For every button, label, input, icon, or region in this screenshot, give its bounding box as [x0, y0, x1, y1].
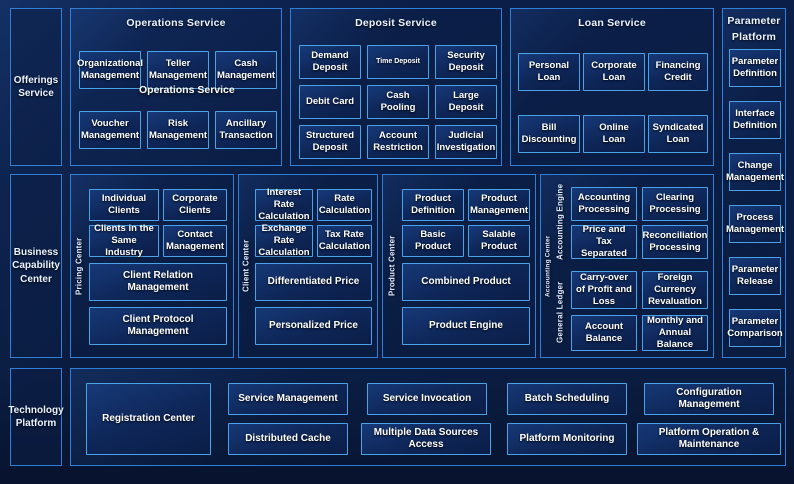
- cell-parameter-release[interactable]: Parameter Release: [729, 257, 781, 295]
- group-loan-service[interactable]: Loan Service Personal Loan Corporate Loa…: [510, 8, 714, 166]
- cell-structured-deposit[interactable]: Structured Deposit: [299, 125, 361, 159]
- cell-client-relation-management[interactable]: Client Relation Management: [89, 263, 227, 301]
- cell-interest-rate-calculation[interactable]: Interest Rate Calculation: [255, 187, 313, 222]
- bottom-strip: [0, 468, 794, 484]
- group-general-ledger-vlabel: General Ledger: [555, 281, 565, 343]
- cell-service-management[interactable]: Service Management: [228, 383, 348, 415]
- cell-parameter-comparison[interactable]: Parameter Comparison: [727, 309, 783, 347]
- cell-differentiated-price[interactable]: Differentiated Price: [255, 263, 372, 301]
- cell-process-management[interactable]: Process Management: [726, 205, 784, 243]
- cell-combined-product[interactable]: Combined Product: [402, 263, 530, 301]
- cell-configuration-management[interactable]: Configuration Management: [644, 383, 774, 415]
- cell-product-definition[interactable]: Product Definition: [402, 189, 464, 221]
- group-operations-service-title: Operations Service: [126, 17, 226, 29]
- cell-risk-management[interactable]: Risk Management: [147, 111, 209, 149]
- cell-batch-scheduling[interactable]: Batch Scheduling: [507, 383, 627, 415]
- cell-multiple-data-sources-access[interactable]: Multiple Data Sources Access: [361, 423, 491, 455]
- cell-account-balance[interactable]: Account Balance: [571, 315, 637, 351]
- group-technology-platform[interactable]: Registration Center Service Management D…: [70, 368, 786, 466]
- cell-exchange-rate-calculation[interactable]: Exchange Rate Calculation: [255, 223, 313, 258]
- cell-carry-over-profit-loss[interactable]: Carry-over of Profit and Loss: [571, 271, 637, 309]
- cell-corporate-clients[interactable]: Corporate Clients: [163, 189, 227, 221]
- cell-monthly-annual-balance[interactable]: Monthly and Annual Balance: [642, 315, 708, 351]
- cell-time-deposit[interactable]: Time Deposit: [367, 45, 429, 79]
- cell-rate-calculation[interactable]: Rate Calculation: [317, 189, 372, 221]
- cell-tax-rate-calculation[interactable]: Tax Rate Calculation: [317, 225, 372, 257]
- cell-security-deposit[interactable]: Security Deposit: [435, 45, 497, 79]
- cell-voucher-management[interactable]: Voucher Management: [79, 111, 141, 149]
- cell-distributed-cache[interactable]: Distributed Cache: [228, 423, 348, 455]
- cell-syndicated-loan[interactable]: Syndicated Loan: [648, 115, 708, 153]
- group-accounting-center[interactable]: Accounting Center Accounting Engine Gene…: [540, 174, 714, 358]
- cell-demand-deposit[interactable]: Demand Deposit: [299, 45, 361, 79]
- cell-corporate-loan[interactable]: Corporate Loan: [583, 53, 645, 91]
- cell-product-engine[interactable]: Product Engine: [402, 307, 530, 345]
- cell-debit-card[interactable]: Debit Card: [299, 85, 361, 119]
- cell-salable-product[interactable]: Salable Product: [468, 225, 530, 257]
- cell-cash-pooling[interactable]: Cash Pooling: [367, 85, 429, 119]
- rail-offerings-service-label: Offerings Service: [13, 74, 59, 100]
- cell-service-invocation[interactable]: Service Invocation: [367, 383, 487, 415]
- group-accounting-center-vlabel: Accounting Center: [544, 235, 552, 297]
- cell-platform-monitoring[interactable]: Platform Monitoring: [507, 423, 627, 455]
- cell-individual-clients[interactable]: Individual Clients: [89, 189, 159, 221]
- cell-online-loan[interactable]: Online Loan: [583, 115, 645, 153]
- group-loan-service-title: Loan Service: [578, 17, 646, 29]
- group-deposit-service[interactable]: Deposit Service Demand Deposit Time Depo…: [290, 8, 502, 166]
- cell-interface-definition[interactable]: Interface Definition: [729, 101, 781, 139]
- rail-technology-platform[interactable]: Technology Platform: [8, 368, 64, 466]
- group-pricing-center-vlabel: Pricing Center: [74, 237, 84, 295]
- group-operations-service[interactable]: Operations Service Organizational Manage…: [70, 8, 282, 166]
- cell-basic-product[interactable]: Basic Product: [402, 225, 464, 257]
- cell-clearing-processing[interactable]: Clearing Processing: [642, 187, 708, 221]
- cell-reconciliation-processing[interactable]: Reconciliation Processing: [642, 225, 708, 259]
- cell-contact-management[interactable]: Contact Management: [163, 225, 227, 257]
- cell-accounting-processing[interactable]: Accounting Processing: [571, 187, 637, 221]
- group-pricing-center[interactable]: Pricing Center Individual Clients Corpor…: [70, 174, 234, 358]
- cell-parameter-definition[interactable]: Parameter Definition: [729, 49, 781, 87]
- cell-product-management[interactable]: Product Management: [468, 189, 530, 221]
- cell-ancillary-transaction[interactable]: Ancillary Transaction: [215, 111, 277, 149]
- cell-organizational-management[interactable]: Organizational Management: [77, 51, 143, 89]
- cell-large-deposit[interactable]: Large Deposit: [435, 85, 497, 119]
- cell-account-restriction[interactable]: Account Restriction: [367, 125, 429, 159]
- cell-bill-discounting[interactable]: Bill Discounting: [518, 115, 580, 153]
- group-client-center[interactable]: Client Center Interest Rate Calculation …: [238, 174, 378, 358]
- cell-judicial-investigation[interactable]: Judicial Investigation: [435, 125, 497, 159]
- group-deposit-service-title: Deposit Service: [355, 17, 437, 29]
- group-product-center-vlabel: Product Center: [387, 235, 397, 297]
- rail-business-capability-center-label: Business Capability Center: [12, 246, 60, 285]
- rail-technology-platform-label: Technology Platform: [8, 404, 64, 430]
- parameter-platform-title-line2: Platform: [731, 31, 777, 43]
- cell-clients-same-industry[interactable]: Clients in the Same Industry: [89, 223, 159, 258]
- cell-teller-management[interactable]: Teller Management: [147, 51, 209, 89]
- cell-foreign-currency-revaluation[interactable]: Foreign Currency Revaluation: [642, 271, 708, 309]
- cell-personalized-price[interactable]: Personalized Price: [255, 307, 372, 345]
- parameter-platform-title-line1: Parameter: [727, 15, 781, 27]
- cell-client-protocol-management[interactable]: Client Protocol Management: [89, 307, 227, 345]
- group-accounting-engine-vlabel: Accounting Engine: [555, 183, 565, 261]
- cell-price-and-tax-separated[interactable]: Price and Tax Separated: [571, 224, 637, 259]
- group-parameter-platform[interactable]: Parameter Platform Parameter Definition …: [722, 8, 786, 358]
- cell-platform-operation-maintenance[interactable]: Platform Operation & Maintenance: [637, 423, 781, 455]
- cell-financing-credit[interactable]: Financing Credit: [648, 53, 708, 91]
- group-product-center[interactable]: Product Center Product Definition Produc…: [382, 174, 536, 358]
- rail-offerings-service[interactable]: Offerings Service: [10, 8, 62, 166]
- stray-operations-service-label: Operations Service: [139, 84, 235, 96]
- cell-change-management[interactable]: Change Management: [726, 153, 784, 191]
- rail-business-capability-center[interactable]: Business Capability Center: [10, 174, 62, 358]
- cell-registration-center[interactable]: Registration Center: [86, 383, 211, 455]
- cell-personal-loan[interactable]: Personal Loan: [518, 53, 580, 91]
- cell-cash-management[interactable]: Cash Management: [215, 51, 277, 89]
- group-client-center-vlabel: Client Center: [241, 239, 251, 293]
